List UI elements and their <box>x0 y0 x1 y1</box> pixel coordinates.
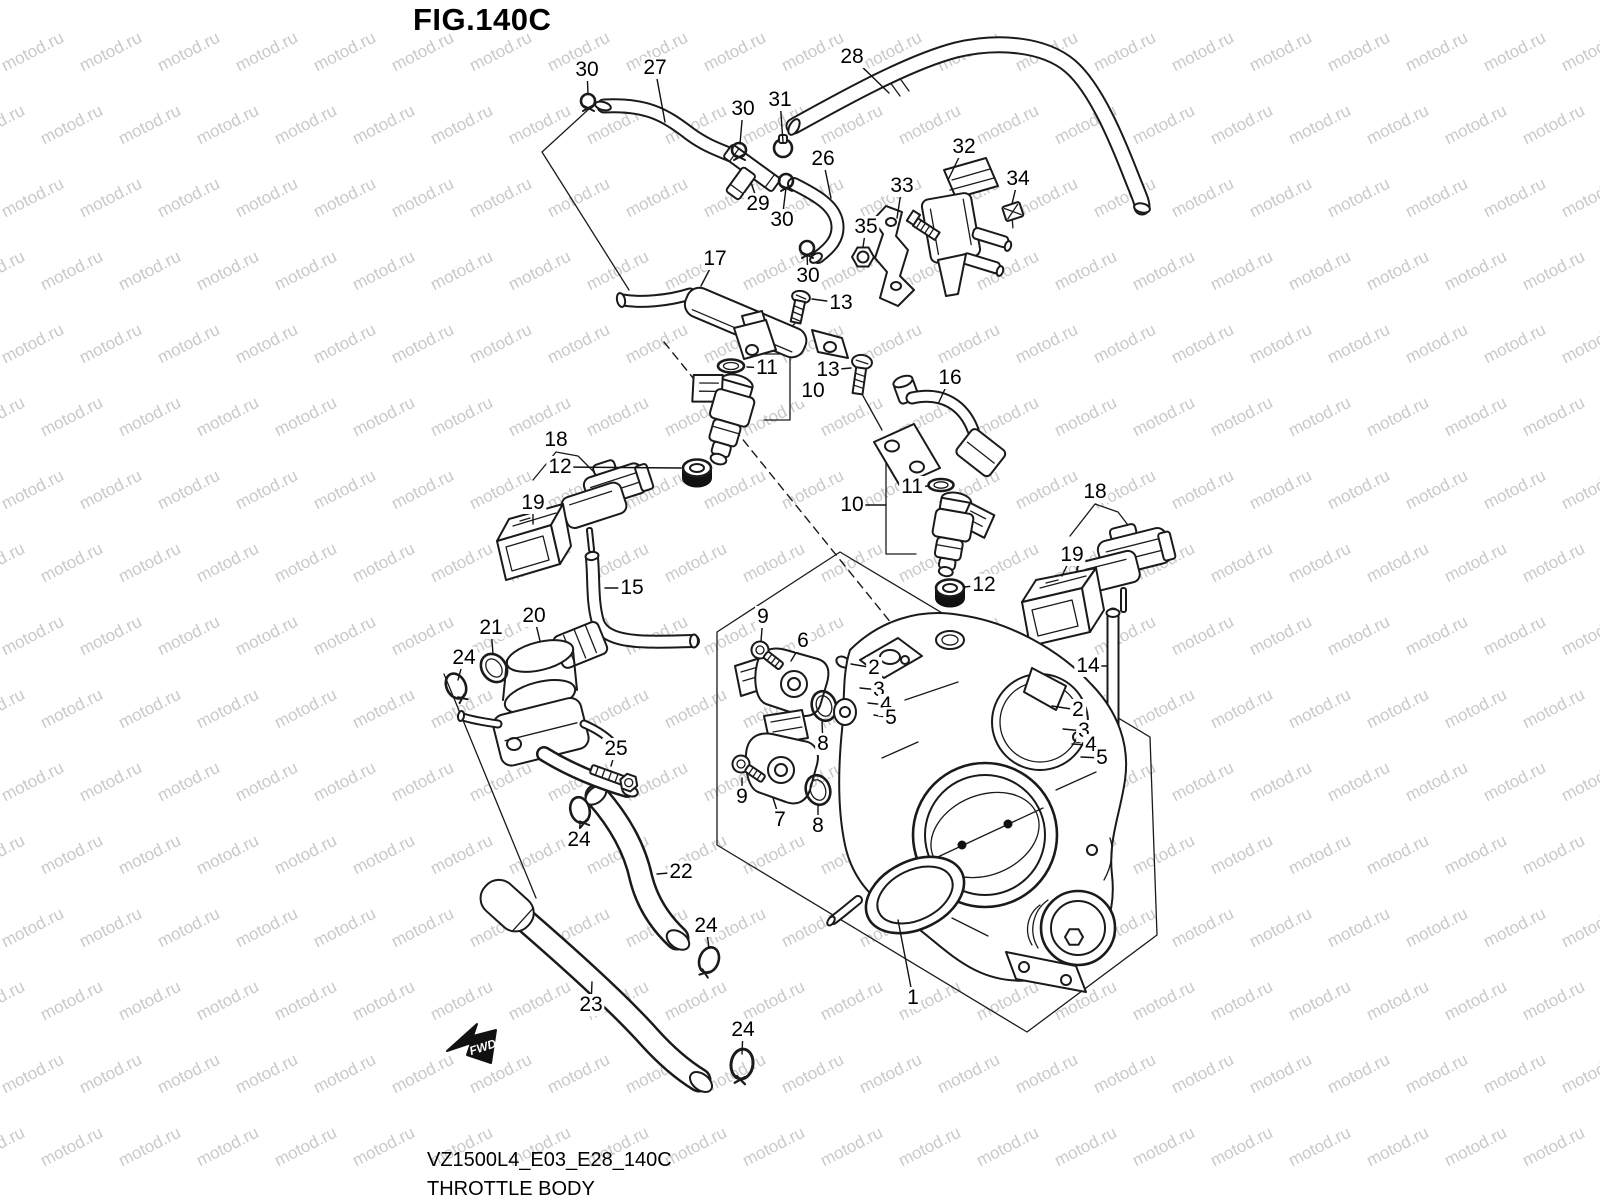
coupler-box-19-right <box>1021 567 1105 647</box>
o-ring-11-left <box>716 358 746 374</box>
part-label-24: 24 <box>729 1017 757 1042</box>
part-label-33: 33 <box>888 173 916 198</box>
hose-15 <box>584 550 700 649</box>
hose-28 <box>785 36 1151 216</box>
screw-13-left <box>789 289 811 325</box>
hose-23 <box>479 878 714 1093</box>
part-label-16: 16 <box>936 365 964 390</box>
part-label-20: 20 <box>520 603 548 628</box>
part-label-8: 8 <box>815 731 831 756</box>
part-label-24: 24 <box>565 827 593 852</box>
screw-9-lower <box>731 754 766 783</box>
bracket-33 <box>872 205 915 307</box>
part-label-10: 10 <box>838 492 866 517</box>
part-label-24: 24 <box>450 645 478 670</box>
figure-code: VZ1500L4_E03_E28_140C <box>427 1149 672 1171</box>
part-label-30: 30 <box>768 207 796 232</box>
assembly-box-outline <box>716 551 1158 1033</box>
part-label-7: 7 <box>772 807 788 832</box>
clip-24-icons <box>444 672 755 1086</box>
part-label-32: 32 <box>950 134 978 159</box>
part-label-30: 30 <box>573 57 601 82</box>
part-label-12: 12 <box>546 454 574 479</box>
throttle-body-1 <box>826 612 1128 993</box>
part-label-22: 22 <box>667 859 695 884</box>
injector-10-left <box>691 373 756 466</box>
part-label-19: 19 <box>519 490 547 515</box>
part-label-10: 10 <box>799 378 827 403</box>
o-ring-8-upper <box>810 689 838 723</box>
part-label-28: 28 <box>838 44 866 69</box>
bolt-25 <box>589 764 639 793</box>
bracket-16 <box>873 374 1007 487</box>
figure-title: FIG.140C <box>413 2 552 37</box>
leader-line-12 <box>559 466 682 469</box>
part-label-17: 17 <box>701 246 729 271</box>
part-label-24: 24 <box>692 913 720 938</box>
part-label-18: 18 <box>542 427 570 452</box>
part-label-30: 30 <box>794 263 822 288</box>
hose-22 <box>584 783 691 951</box>
nut-35 <box>851 246 875 268</box>
part-label-11: 11 <box>899 474 925 499</box>
fuel-delivery-pipe-17 <box>615 286 849 360</box>
footer: VZ1500L4_E03_E28_140C THROTTLE BODY <box>427 1146 672 1200</box>
part-label-35: 35 <box>852 214 880 239</box>
sensor-7 <box>744 709 819 805</box>
part-label-26: 26 <box>809 146 837 171</box>
part-label-23: 23 <box>577 992 605 1017</box>
part-label-13: 13 <box>814 357 842 382</box>
part-label-25: 25 <box>602 736 630 761</box>
part-label-30: 30 <box>729 96 757 121</box>
part-label-31: 31 <box>766 87 794 112</box>
cushion-12-left <box>681 458 713 488</box>
part-label-9: 9 <box>734 784 750 809</box>
part-label-11: 11 <box>754 355 780 380</box>
part-label-19: 19 <box>1058 542 1086 567</box>
part-label-8: 8 <box>810 813 826 838</box>
part-label-13: 13 <box>827 290 855 315</box>
o-ring-11-right <box>927 477 955 493</box>
part-label-5: 5 <box>883 705 899 730</box>
solenoid-valve-32 <box>905 157 1013 297</box>
part-label-15: 15 <box>618 575 646 600</box>
fwd-arrow: FWD <box>446 1023 498 1064</box>
part-label-6: 6 <box>795 628 811 653</box>
part-label-2: 2 <box>866 655 882 680</box>
figure-name: THROTTLE BODY <box>427 1178 595 1200</box>
part-label-1: 1 <box>905 985 921 1010</box>
injector-10-right <box>931 491 996 578</box>
part-label-34: 34 <box>1004 166 1032 191</box>
part-label-2: 2 <box>1070 697 1086 722</box>
part-label-18: 18 <box>1081 479 1109 504</box>
o-ring-21 <box>479 652 509 684</box>
part-label-12: 12 <box>970 572 998 597</box>
clamp-34 <box>1001 201 1025 229</box>
part-label-29: 29 <box>744 191 772 216</box>
part-label-14: 14 <box>1074 653 1102 678</box>
o-ring-8-lower <box>804 773 832 807</box>
part-label-9: 9 <box>755 604 771 629</box>
screw-13-right <box>851 353 873 396</box>
part-label-27: 27 <box>641 55 669 80</box>
iac-valve-20 <box>456 620 639 798</box>
part-label-5: 5 <box>1094 745 1110 770</box>
screw-9-upper <box>750 640 784 670</box>
leader-line-1 <box>897 919 914 999</box>
hose-26 <box>787 177 845 264</box>
sensor-connector-18-right <box>1076 523 1177 613</box>
sensor-connector-18-left <box>560 459 655 553</box>
cushion-12-right <box>934 578 966 608</box>
part-label-21: 21 <box>477 615 505 640</box>
